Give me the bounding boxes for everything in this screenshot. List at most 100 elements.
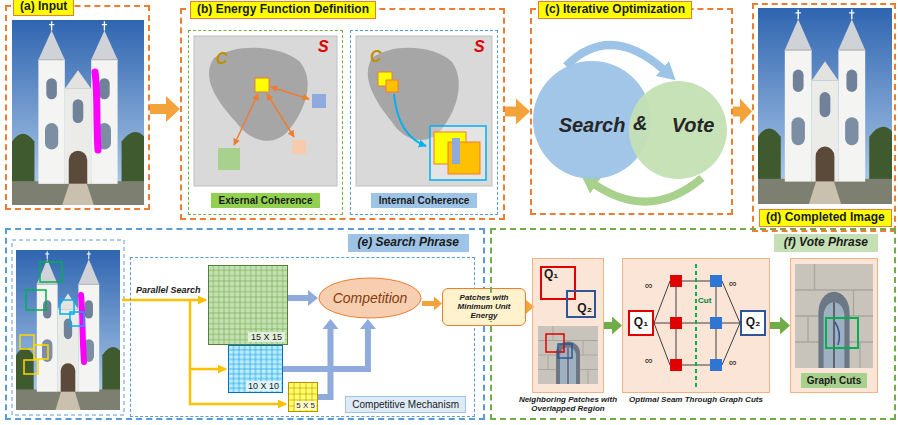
result-tag: Patches with Minimum Unit Energy bbox=[442, 288, 526, 326]
edge-weight: ∞ bbox=[645, 354, 653, 367]
external-coherence-figure bbox=[312, 94, 326, 108]
graph-cut-result bbox=[795, 264, 873, 368]
input-image bbox=[12, 20, 144, 205]
grid-size: 5 X 5 bbox=[295, 401, 316, 410]
external-coherence-figure bbox=[271, 87, 309, 99]
patch-grids bbox=[228, 345, 283, 393]
search-circle-outline bbox=[533, 61, 651, 179]
energy-panel: (b) Energy Function DefinitionExternal C… bbox=[180, 8, 505, 220]
search-input-image bbox=[24, 360, 38, 374]
search-panel: (e) Search PhraseCompetitive Mechanism 15… bbox=[5, 228, 485, 420]
search-input-image bbox=[26, 290, 46, 310]
graph-cut-network bbox=[654, 264, 740, 388]
graph-cut-network bbox=[722, 281, 740, 365]
vote-step-grounds bbox=[532, 258, 878, 393]
grid-size: 15 X 15 bbox=[248, 332, 285, 342]
coherence-label: External Coherence bbox=[211, 193, 321, 209]
coherence-panel: External Coherence bbox=[188, 30, 343, 215]
competition-ellipse: Competition bbox=[318, 277, 422, 319]
internal-coherence-figure bbox=[356, 36, 492, 186]
graph-cut-network bbox=[710, 317, 722, 329]
region-letter: C bbox=[216, 50, 228, 68]
edge-weight: ∞ bbox=[645, 279, 653, 292]
search-input-image bbox=[20, 335, 34, 349]
edge-weight: ∞ bbox=[645, 279, 653, 292]
patch-box: Q₁ bbox=[628, 310, 654, 336]
internal-coherence-figure bbox=[386, 80, 398, 92]
flow-arrow bbox=[733, 107, 740, 117]
search-input-image bbox=[81, 295, 84, 362]
vote-step-grounds bbox=[532, 258, 604, 393]
completed-image bbox=[758, 8, 892, 204]
region-letter: S bbox=[318, 38, 329, 56]
patch-name: Q₂ bbox=[577, 302, 592, 316]
patch-name: Q₂ bbox=[746, 316, 761, 330]
flow-arrow bbox=[150, 104, 166, 114]
flow-arrow bbox=[505, 107, 516, 117]
competition-ellipse-outline bbox=[319, 278, 421, 318]
cut-label: Cut bbox=[698, 296, 711, 305]
panel-title: (e) Search Phrase bbox=[348, 234, 469, 252]
grid-size: 10 X 10 bbox=[246, 381, 281, 391]
circle-label: Search bbox=[559, 114, 626, 137]
mechanism-panel: Competitive Mechanism 15 X 15 10 X 10 5 X 5… bbox=[130, 257, 475, 417]
edge-weight: ∞ bbox=[729, 277, 737, 290]
vote-circle-outline bbox=[629, 81, 727, 179]
region-letter: C bbox=[370, 48, 382, 66]
panel-title: (d) Completed Image bbox=[759, 209, 892, 227]
panel-title: (a) Input bbox=[13, 0, 74, 16]
coherence-label: Internal Coherence bbox=[371, 193, 478, 209]
step-caption: Neighboring Patches with Overlapped Regi… bbox=[508, 395, 628, 413]
patch-box: Q₂ bbox=[566, 290, 596, 318]
vote-step-grounds bbox=[622, 258, 770, 393]
external-coherence-figure bbox=[194, 36, 337, 186]
region-letter: S bbox=[474, 38, 485, 56]
internal-coherence-figure bbox=[430, 126, 486, 180]
flow-arrow bbox=[283, 329, 368, 369]
optimization-panel: (c) Iterative OptimizationSearchVote bbox=[530, 8, 733, 215]
patch-grid: 10 X 10 bbox=[228, 345, 283, 393]
flow-arrow bbox=[770, 322, 780, 329]
graph-cut-network bbox=[670, 317, 682, 329]
joiner-sign: & bbox=[633, 112, 647, 135]
step-note: Parallel Search bbox=[136, 285, 201, 295]
edge-weight: ∞ bbox=[729, 356, 737, 369]
external-coherence-figure bbox=[292, 140, 306, 154]
edge-weight: ∞ bbox=[729, 356, 737, 369]
external-coherence-figure bbox=[194, 36, 337, 186]
panel-title: (f) Vote Phrase bbox=[774, 234, 878, 252]
internal-coherence-figure bbox=[394, 94, 426, 146]
panel-title: (b) Energy Function Definition bbox=[190, 1, 376, 19]
ellipse-label: Competition bbox=[333, 290, 408, 306]
patch-grid: 15 X 15 bbox=[208, 265, 288, 345]
search-input-image bbox=[34, 345, 48, 359]
overlap-thumbnail bbox=[546, 334, 564, 352]
graph-cut-network bbox=[710, 275, 722, 287]
region-letter: S bbox=[474, 38, 485, 56]
patch-box: Q₂ bbox=[740, 310, 766, 336]
vote-panel: (f) Vote PhraseNeighboring Patches with … bbox=[490, 228, 896, 420]
step-note: Parallel Search bbox=[136, 285, 201, 295]
external-coherence-figure bbox=[218, 148, 240, 170]
graph-cut-network bbox=[670, 359, 682, 371]
input-image bbox=[95, 72, 98, 150]
edge-weight: ∞ bbox=[729, 277, 737, 290]
graph-cut-network bbox=[695, 264, 697, 388]
panel-title: (c) Iterative Optimization bbox=[538, 1, 692, 19]
circle-label: Vote bbox=[672, 114, 715, 137]
flow-arrow bbox=[422, 301, 434, 306]
input-image bbox=[12, 20, 144, 205]
input-panel: (a) Input bbox=[5, 5, 150, 210]
mechanism-label: Competitive Mechanism bbox=[345, 396, 466, 414]
output-panel: (d) Completed Image bbox=[752, 3, 896, 232]
cut-label: Cut bbox=[698, 296, 711, 305]
overlap-thumbnail bbox=[538, 326, 598, 384]
iteration-arrows bbox=[594, 178, 702, 202]
patch-box: Q₁ bbox=[540, 266, 576, 300]
external-coherence-figure bbox=[234, 94, 258, 145]
external-coherence-figure bbox=[267, 94, 294, 137]
graph-cut-network bbox=[654, 281, 670, 365]
flow-arrow bbox=[604, 322, 612, 329]
graph-cut-result bbox=[835, 322, 839, 345]
region-letter: C bbox=[370, 48, 382, 66]
